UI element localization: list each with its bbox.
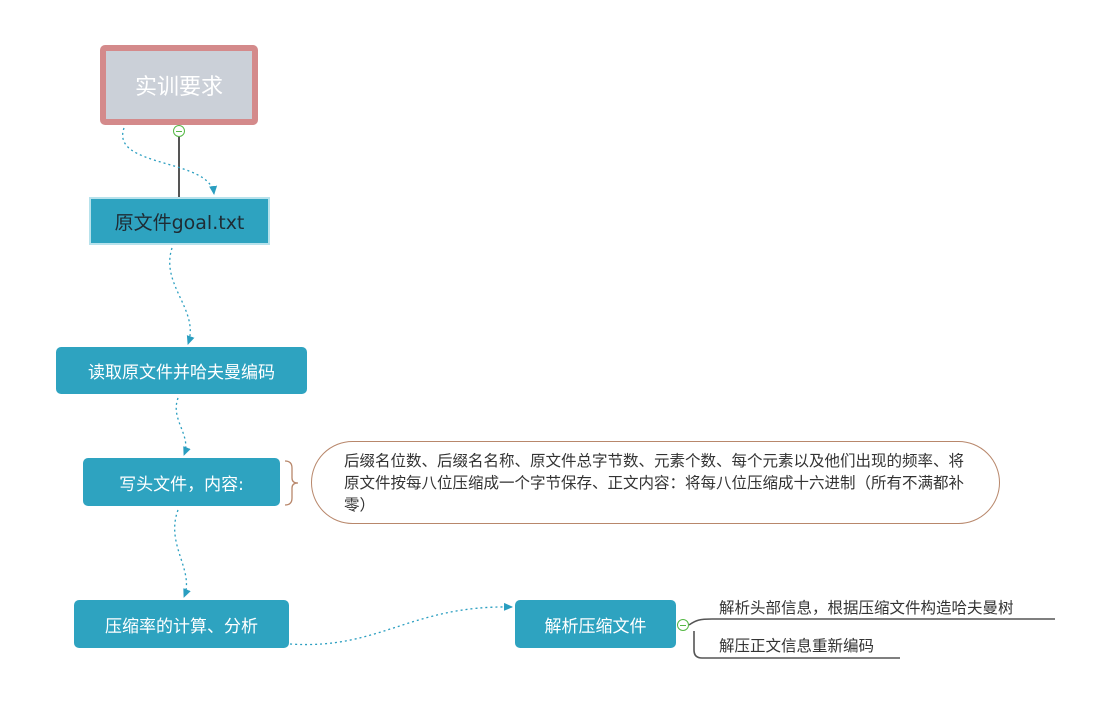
root-topic-label: 实训要求 [134, 75, 223, 100]
header-details-callout[interactable]: 后缀名位数、后缀名名称、原文件总字节数、元素个数、每个元素以及他们出现的频率、将… [311, 441, 1000, 524]
branch-line-header-parse [688, 618, 1055, 626]
collapse-icon[interactable] [173, 125, 185, 137]
flow-arrow-ratio-to-decompress [289, 602, 513, 646]
root-topic[interactable]: 实训要求 [100, 45, 258, 125]
goal-file-label: 原文件goal.txt [114, 211, 245, 234]
compression-ratio-label: 压缩率的计算、分析 [105, 616, 258, 637]
branch-line-body-decode [693, 631, 900, 659]
compression-ratio-topic[interactable]: 压缩率的计算、分析 [74, 600, 289, 648]
flow-arrow-goal-to-read [169, 247, 195, 345]
write-header-topic[interactable]: 写头文件，内容: [83, 458, 280, 506]
flow-arrow-root-to-goal [122, 127, 218, 195]
collapse-icon[interactable] [677, 619, 689, 631]
goal-file-topic[interactable]: 原文件goal.txt [89, 197, 270, 245]
brace-icon [284, 460, 299, 506]
flow-arrow-read-to-header [175, 397, 191, 456]
decompress-label: 解析压缩文件 [544, 616, 647, 637]
subtopic-header-parse[interactable]: 解析头部信息，根据压缩文件构造哈夫曼树 [719, 599, 1014, 617]
read-encode-label: 读取原文件并哈夫曼编码 [88, 363, 275, 383]
flow-arrow-header-to-ratio [174, 509, 191, 598]
header-details-text: 后缀名位数、后缀名名称、原文件总字节数、元素个数、每个元素以及他们出现的频率、将… [344, 452, 965, 514]
read-encode-topic[interactable]: 读取原文件并哈夫曼编码 [56, 347, 307, 394]
subtopic-body-decode[interactable]: 解压正文信息重新编码 [719, 637, 875, 655]
write-header-label: 写头文件，内容: [119, 474, 244, 495]
decompress-topic[interactable]: 解析压缩文件 [515, 600, 676, 648]
